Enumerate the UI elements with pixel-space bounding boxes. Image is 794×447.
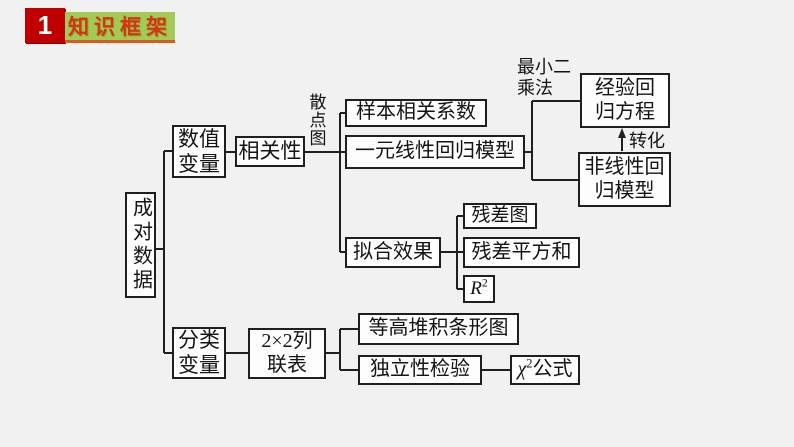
least-squares-label: 最小二 乘法 [517, 57, 571, 98]
node-residual-sum-squares: 残差平方和 [463, 237, 580, 268]
node-nonlinear-regression-line2: 归模型 [594, 179, 655, 202]
node-empirical-regression: 经验回 归方程 [580, 73, 670, 128]
node-paired-data-label: 成对数据 [129, 197, 152, 293]
node-correlation-label: 相关性 [238, 139, 302, 164]
node-sample-correlation: 样本相关系数 [345, 99, 487, 127]
chi-base: χ [517, 358, 527, 381]
node-fit-effect-label: 拟合效果 [353, 240, 433, 263]
node-stacked-bar-chart: 等高堆积条形图 [358, 313, 519, 345]
transform-label: 转化 [629, 131, 665, 151]
node-paired-data: 成对数据 [125, 192, 156, 298]
node-contingency-table-line1: 2×2列 [261, 329, 313, 352]
least-squares-label-line2: 乘法 [517, 77, 553, 98]
node-categorical-variable-line2: 变量 [178, 353, 220, 377]
least-squares-label-line1: 最小二 [517, 57, 571, 77]
node-contingency-table-line2: 联表 [267, 353, 307, 376]
node-numeric-variable-line2: 变量 [178, 151, 220, 176]
node-nonlinear-regression-line1: 非线性回 [584, 155, 665, 178]
section-number-badge: 1 [25, 8, 65, 43]
node-chi-squared-formula: χ2公式 [510, 355, 580, 385]
section-title-badge: 知识框架 [65, 12, 175, 43]
node-empirical-regression-line1: 经验回 [595, 76, 655, 99]
r-squared-base: R [470, 277, 482, 299]
node-residual-plot: 残差图 [463, 203, 537, 229]
node-residual-sum-squares-label: 残差平方和 [471, 240, 572, 263]
node-residual-plot-label: 残差图 [471, 204, 529, 226]
node-stacked-bar-chart-label: 等高堆积条形图 [368, 317, 509, 340]
node-chi-squared-formula-label: χ2公式 [517, 356, 573, 382]
chi-rest: 公式 [532, 358, 573, 381]
r-squared-sup: 2 [481, 276, 488, 290]
node-linear-regression-label: 一元线性回归模型 [355, 140, 515, 163]
node-categorical-variable: 分类 变量 [172, 327, 226, 379]
node-independence-test-label: 独立性检验 [370, 358, 470, 381]
node-r-squared: R2 [463, 275, 495, 303]
node-numeric-variable-line1: 数值 [178, 126, 220, 151]
node-categorical-variable-line1: 分类 [178, 328, 220, 353]
node-correlation: 相关性 [235, 136, 305, 167]
node-independence-test: 独立性检验 [358, 355, 482, 385]
node-r-squared-label: R2 [470, 276, 488, 300]
node-nonlinear-regression: 非线性回 归模型 [578, 152, 671, 207]
chi-sup: 2 [526, 356, 533, 371]
node-numeric-variable: 数值 变量 [172, 125, 226, 178]
transform-arrow-head [618, 128, 626, 138]
node-linear-regression: 一元线性回归模型 [345, 135, 525, 169]
node-contingency-table: 2×2列 联表 [248, 328, 326, 379]
scatter-plot-label: 散点图 [306, 93, 326, 147]
node-sample-correlation-label: 样本相关系数 [356, 101, 476, 124]
node-empirical-regression-line2: 归方程 [595, 100, 655, 123]
node-fit-effect: 拟合效果 [345, 237, 441, 268]
